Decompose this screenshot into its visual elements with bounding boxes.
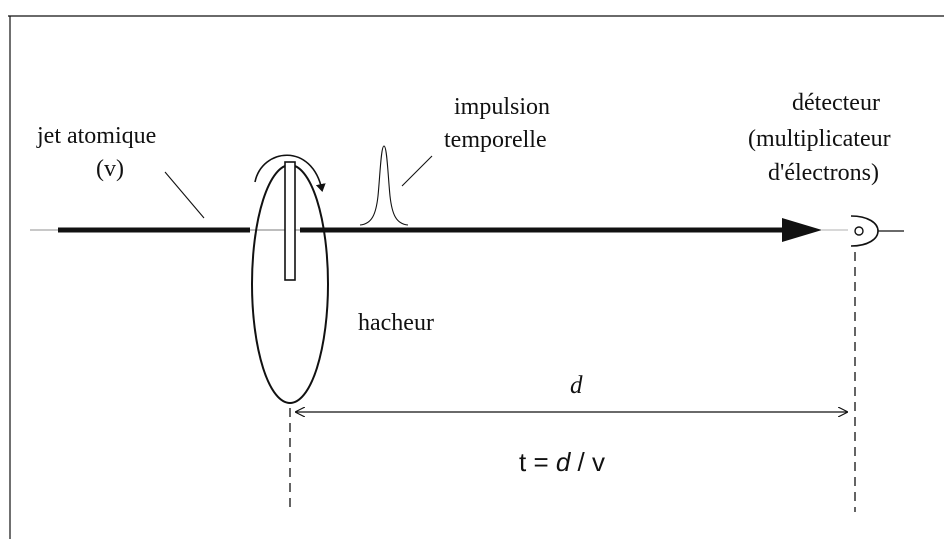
formula-rest: / v [570, 447, 605, 477]
detector-icon-center [854, 226, 864, 236]
label-detector-line2: (multiplicateur [748, 126, 891, 152]
formula-t: t = [519, 447, 556, 477]
label-chopper: hacheur [358, 310, 434, 336]
rotation-arrow [254, 154, 326, 192]
label-detector-line1: détecteur [792, 90, 880, 116]
label-pulse-line1: impulsion [454, 94, 550, 120]
time-pulse-curve [359, 145, 409, 226]
label-jet-atomique: jet atomique [36, 123, 156, 149]
chopper-slot [284, 161, 296, 281]
pulse-leader-line [401, 155, 433, 187]
label-pulse-line2: temporelle [444, 127, 547, 153]
label-distance: d [570, 372, 583, 399]
formula-time-of-flight: t = d / v [519, 447, 605, 477]
label-detector-line3: d'électrons) [768, 160, 879, 186]
beam-arrowhead [782, 218, 822, 242]
jet-leader-line [164, 171, 205, 219]
label-velocity: (v) [96, 156, 124, 182]
formula-d: d [556, 447, 572, 477]
